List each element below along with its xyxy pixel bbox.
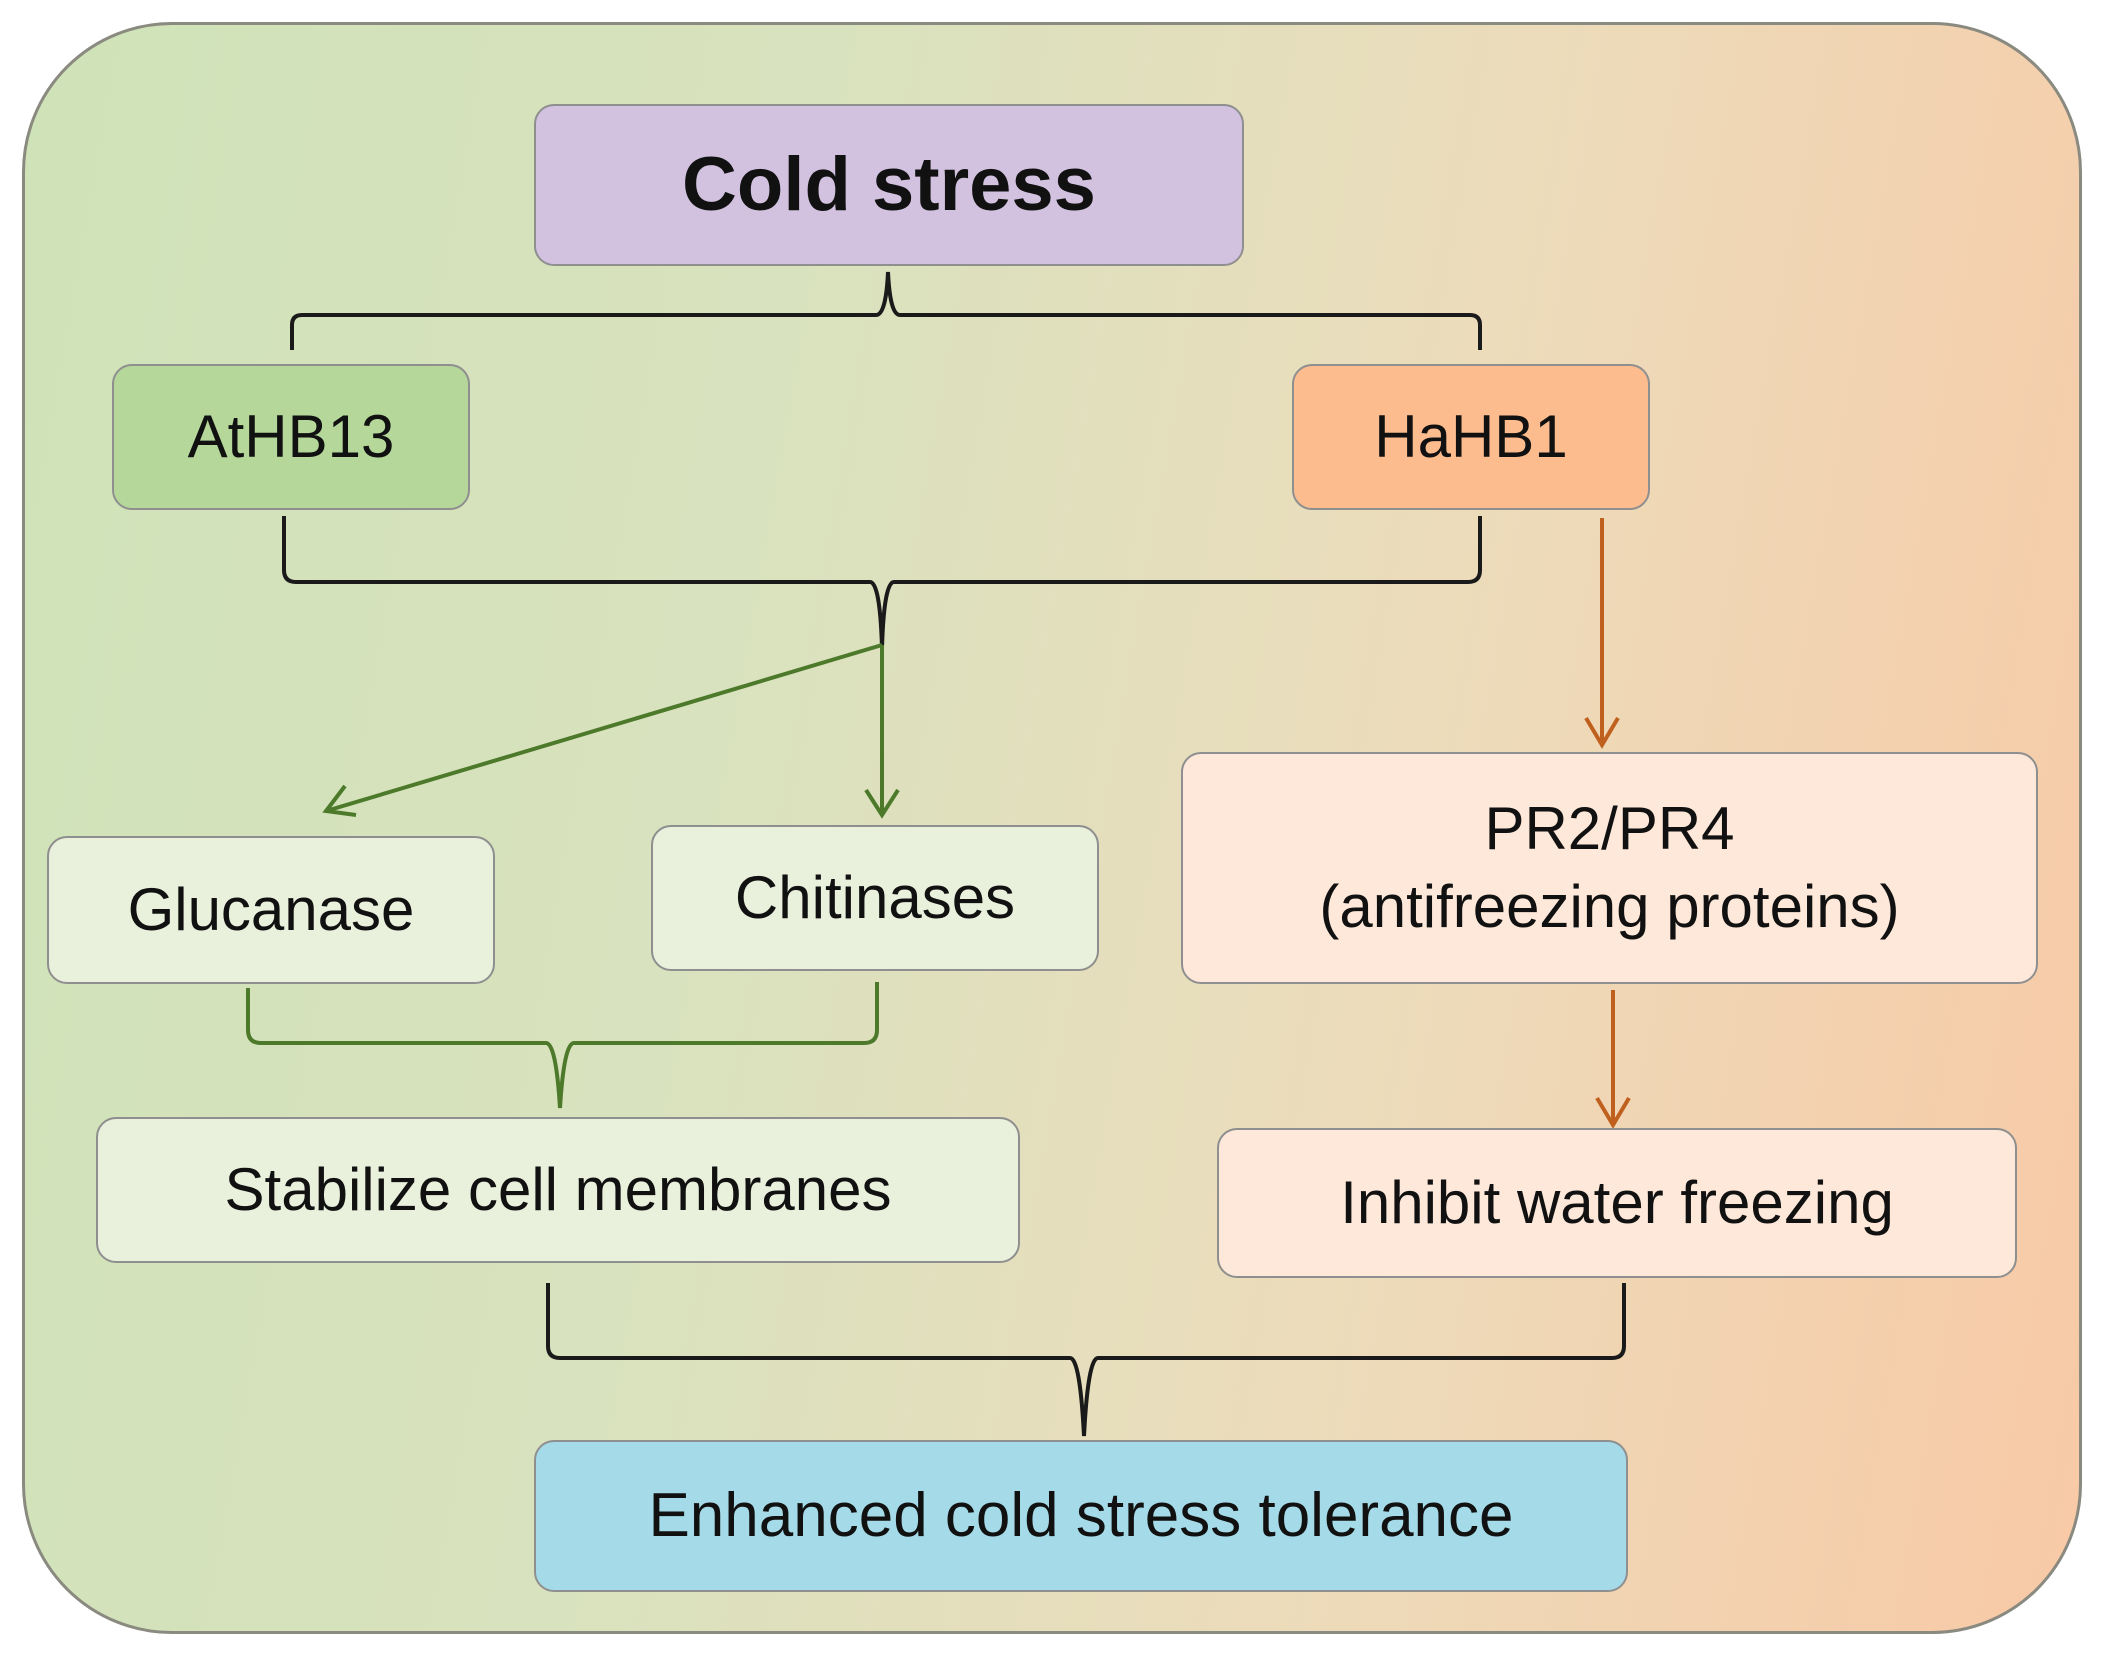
arrowhead-chitinases [864, 788, 900, 819]
arrowhead-inhibit [1595, 1096, 1631, 1129]
cold-stress-split-brace [290, 271, 1482, 350]
final-merge-brace [546, 1283, 1626, 1437]
athb-hahb-merge-brace [282, 516, 1482, 649]
arrow-to-glucanase [325, 643, 883, 813]
stabilize-membranes-node: Stabilize cell membranes [96, 1117, 1020, 1263]
pr2-pr4-node: PR2/PR4 (antifreezing proteins) [1181, 752, 2038, 984]
arrowhead-pr2-pr4 [1584, 716, 1620, 749]
chitinases-node: Chitinases [651, 825, 1099, 971]
pr2-pr4-title: PR2/PR4 [1484, 795, 1735, 862]
athb13-node: AtHB13 [112, 364, 470, 510]
arrowhead-glucanase [322, 784, 357, 817]
glucanase-chitinases-merge-brace [246, 982, 879, 1109]
glucanase-node: Glucanase [47, 836, 495, 984]
pr2-pr4-subtitle: (antifreezing proteins) [1319, 873, 1900, 940]
cold-stress-node: Cold stress [534, 104, 1244, 266]
inhibit-freezing-node: Inhibit water freezing [1217, 1128, 2017, 1278]
enhanced-tolerance-node: Enhanced cold stress tolerance [534, 1440, 1628, 1592]
hahb1-node: HaHB1 [1292, 364, 1650, 510]
